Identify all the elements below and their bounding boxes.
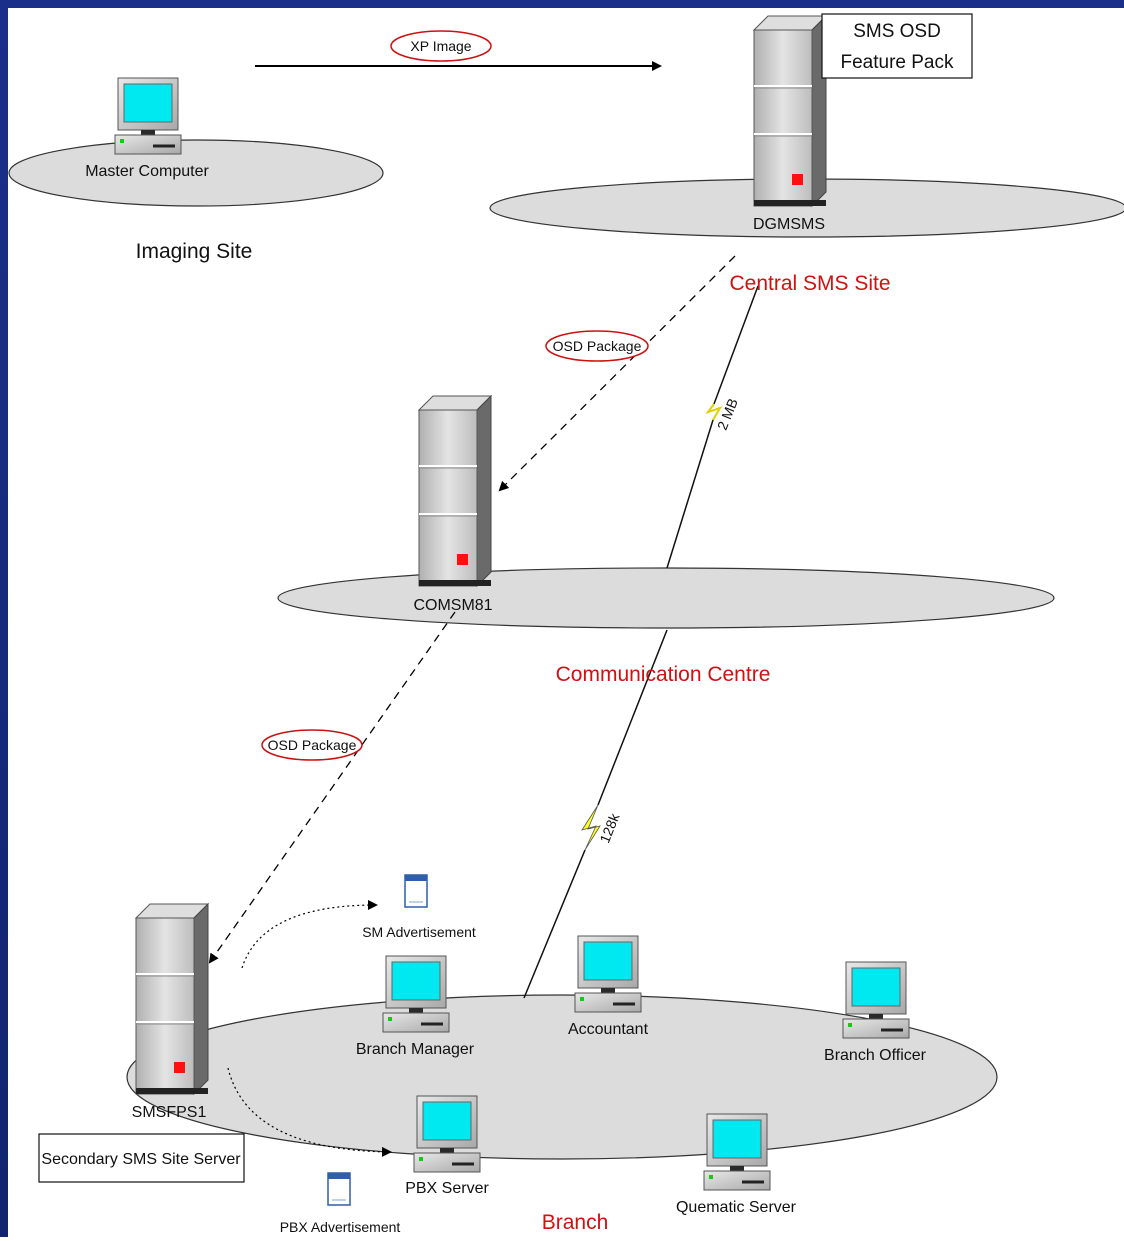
communication-centre-label: Communication Centre (556, 663, 771, 686)
link-2mb-label: 2 MB (714, 396, 741, 432)
pbx-server-label: PBX Server (405, 1180, 489, 1197)
smsfps1-label: SMSFPS1 (132, 1104, 207, 1121)
branch-officer-computer-icon (841, 960, 911, 1040)
dgmsms-server-icon (753, 15, 827, 207)
osd-package-arrow-2 (208, 611, 456, 964)
network-diagram: XP Image OSD Package OSD Package 2 MB 12… (8, 13, 1124, 1235)
central-site-label: Central SMS Site (729, 272, 890, 295)
dgmsms-label: DGMSMS (753, 216, 825, 233)
smsfps1-server-icon (135, 903, 209, 1095)
osd-package-label-2: OSD Package (268, 737, 357, 753)
feature-pack-line1: SMS OSD (853, 21, 941, 42)
branch-platform (126, 994, 998, 1160)
pbx-advertisement-label: PBX Advertisement (280, 1219, 401, 1235)
imaging-site-platform (8, 139, 384, 207)
quematic-server-computer-icon (702, 1112, 772, 1192)
osd-package-label-1: OSD Package (553, 338, 642, 354)
xp-image-oval (390, 30, 492, 62)
branch-manager-label: Branch Manager (356, 1041, 475, 1058)
master-computer-label: Master Computer (85, 163, 209, 180)
link-128k-label: 128k (596, 810, 623, 845)
accountant-label: Accountant (568, 1021, 649, 1038)
branch-label: Branch (542, 1211, 609, 1234)
communication-centre-platform (277, 567, 1055, 629)
diagram-canvas: XP Image OSD Package OSD Package 2 MB 12… (8, 8, 1124, 1237)
accountant-computer-icon (573, 934, 643, 1014)
comsm81-server-icon (418, 395, 492, 587)
sm-advertisement-label: SM Advertisement (362, 924, 476, 940)
xp-image-label: XP Image (410, 38, 471, 54)
osd-package-oval-1 (545, 330, 649, 362)
feature-pack-box (821, 13, 973, 79)
feature-pack-line2: Feature Pack (841, 52, 954, 73)
quematic-server-label: Quematic Server (676, 1199, 797, 1216)
pbx-advertisement-icon (327, 1172, 351, 1206)
branch-manager-computer-icon (381, 954, 451, 1034)
sm-advertisement-icon (404, 874, 428, 908)
comsm81-label: COMSM81 (413, 597, 492, 614)
osd-package-arrow-1 (498, 255, 736, 492)
link-2mb (666, 285, 759, 569)
osd-package-oval-2 (261, 729, 363, 761)
branch-officer-label: Branch Officer (824, 1047, 927, 1064)
secondary-server-box (38, 1133, 245, 1183)
sm-advertisement-arrow (241, 900, 378, 969)
pbx-server-computer-icon (412, 1094, 482, 1174)
imaging-site-label: Imaging Site (136, 240, 253, 263)
link-128k (523, 629, 668, 999)
secondary-server-label: Secondary SMS Site Server (41, 1151, 241, 1168)
master-computer-icon (113, 76, 183, 156)
